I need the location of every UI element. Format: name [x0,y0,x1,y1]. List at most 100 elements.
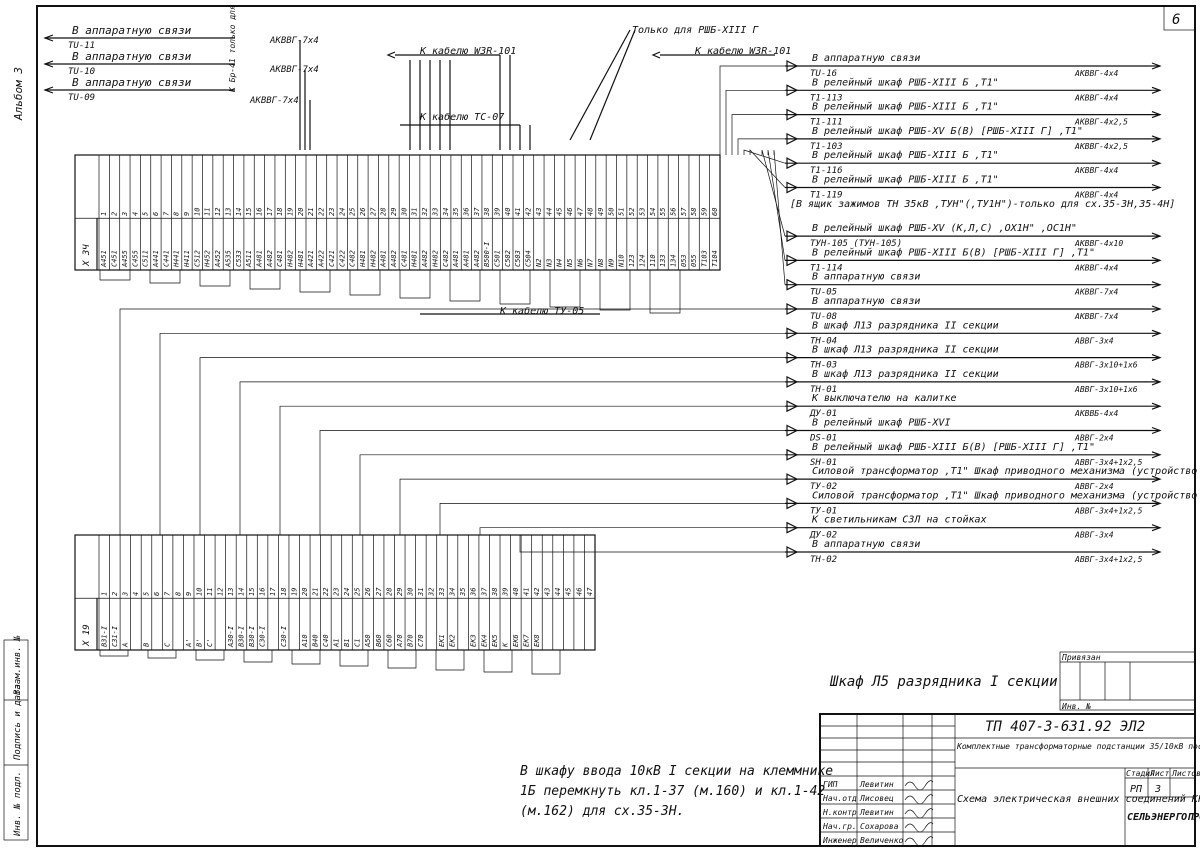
right-output-code: ТУН-105 (ТУН-105) [810,239,902,249]
sheet-value: 3 [1154,784,1161,795]
wire-route [749,149,786,188]
stamp-replace-label: Взам.инв. № [13,635,23,695]
wire-loop [483,650,513,673]
terminal-number: 40 [512,588,520,596]
terminal-label: С441 [162,250,170,267]
terminal-label: N3 [545,259,553,268]
sheet-title: Схема электрическая внешних соединений К… [957,793,1200,805]
right-output-code: ТН-03 [810,361,837,371]
terminal-label: ЕК1 [438,634,446,647]
terminal-number: 51 [618,208,626,216]
terminal-label: 134 [669,254,677,267]
terminal-number: 24 [343,588,351,596]
right-output-cable: АКВВГ-4х2,5 [1074,142,1128,151]
terminal-label: А441 [152,250,160,268]
right-output-text: В аппаратную связи [812,272,920,283]
terminal-number: 6 [152,212,160,216]
right-output-code: DS-01 [809,434,837,444]
terminal-number: 42 [533,588,541,596]
terminal-number: 8 [173,212,181,216]
terminal-label: С' [206,639,214,647]
cable-entry-icon [786,546,799,558]
arrow-right-icon [1151,524,1162,532]
terminal-number: 32 [421,208,429,217]
wire-loop [399,270,431,299]
right-output-cable: АКВВГ-4х10 [1074,239,1123,248]
arrow-left-icon [43,60,54,68]
terminal-label: N4 [556,259,564,268]
terminal-label: 055 [690,254,698,267]
terminal-label: Н411 [183,250,191,268]
signature-mark [904,794,934,805]
terminal-number: 8 [174,592,182,596]
cable-entry-icon [786,521,799,534]
terminal-number: 12 [216,588,224,596]
terminal-number: 43 [544,588,552,596]
terminal-label: А482 [421,250,429,268]
wire-loop [291,650,321,665]
arrow-right-icon [1151,159,1162,167]
arrow-right-icon [1151,499,1162,507]
wire-route [737,138,785,155]
terminal-label: Н452 [204,250,212,268]
terminal-label: А481 [462,250,470,268]
wire-route [731,114,785,155]
terminal-label: Н441 [173,250,181,268]
right-output-code: Т1-103 [810,142,843,152]
wire-loop [387,650,417,669]
terminal-label: А481 [452,250,460,268]
terminal-number: 30 [406,588,414,597]
terminal-number: 7 [162,211,170,216]
right-output-code: Т1-114 [810,263,843,273]
terminal-number: 2 [111,592,119,596]
terminal-label: А' [185,639,193,648]
cable-entry-icon [786,254,799,267]
terminal-label: ЕК7 [523,634,531,647]
terminal-label: А422 [318,250,326,268]
terminal-number: 33 [438,588,446,597]
arrow-right-icon [1151,475,1162,483]
right-output-text: К выключателю на калитке [811,393,957,404]
terminal-number: 39 [494,208,502,217]
terminal-number: 32 [428,588,436,597]
right-output-cable: АВВГ-3х4+1х2,5 [1074,555,1143,564]
terminal-label: ЕК2 [449,634,457,647]
signer-name: Сохарова [860,822,899,831]
terminal-label: К [501,642,509,648]
right-output-code: Т1-111 [810,118,843,128]
terminal-number: 29 [390,208,398,216]
terminal-label: А482 [266,250,274,268]
terminal-number: 29 [396,588,404,596]
arrow-right-icon [1151,256,1162,264]
cable-entry-icon [786,351,799,364]
terminal-label: С482 [349,250,357,267]
right-output-text: В релейный шкаф РШБ-XV (К,Л,С) ,ОХ1Н" ,О… [812,222,1077,234]
only-for-note: Только для РШБ-XIII Г [632,25,759,36]
terminal-label: А1 [333,639,341,648]
terminal-label: N9 [607,259,615,268]
right-output-text: Силовой трансформатор ,Т1" Шкаф приводно… [812,465,1200,477]
right-output-code: ТU-16 [810,69,837,79]
cable-entry-icon [786,84,799,97]
terminal-number: 28 [385,588,393,596]
block-outline [74,154,721,271]
terminal-number: 21 [311,588,319,596]
terminal-number: 15 [245,208,253,216]
arrow-right-icon [1151,329,1162,337]
right-output-cable: АКВВГ-4х2,5 [1074,118,1128,127]
terminal-number: 46 [575,588,583,596]
arrow-right-icon [1151,402,1162,410]
terminal-number: 47 [586,587,594,596]
wire-loop [339,650,369,667]
terminal-label: А481 [255,250,263,268]
terminal-label: N8 [597,259,605,268]
cable-tag-w3r101-b: К кабелю W3R-101 [694,45,791,57]
sheets-label: Листов [1171,769,1200,778]
terminal-label: С481 [400,250,408,267]
terminal-label: С70 [417,634,425,647]
cable-tag-akvvg-1: АКВВГ-7х4 [269,36,319,46]
cable-entry-icon [786,375,799,388]
project-title: Комплектные трансформаторные подстанции … [956,742,1200,751]
wire-route [773,149,786,285]
